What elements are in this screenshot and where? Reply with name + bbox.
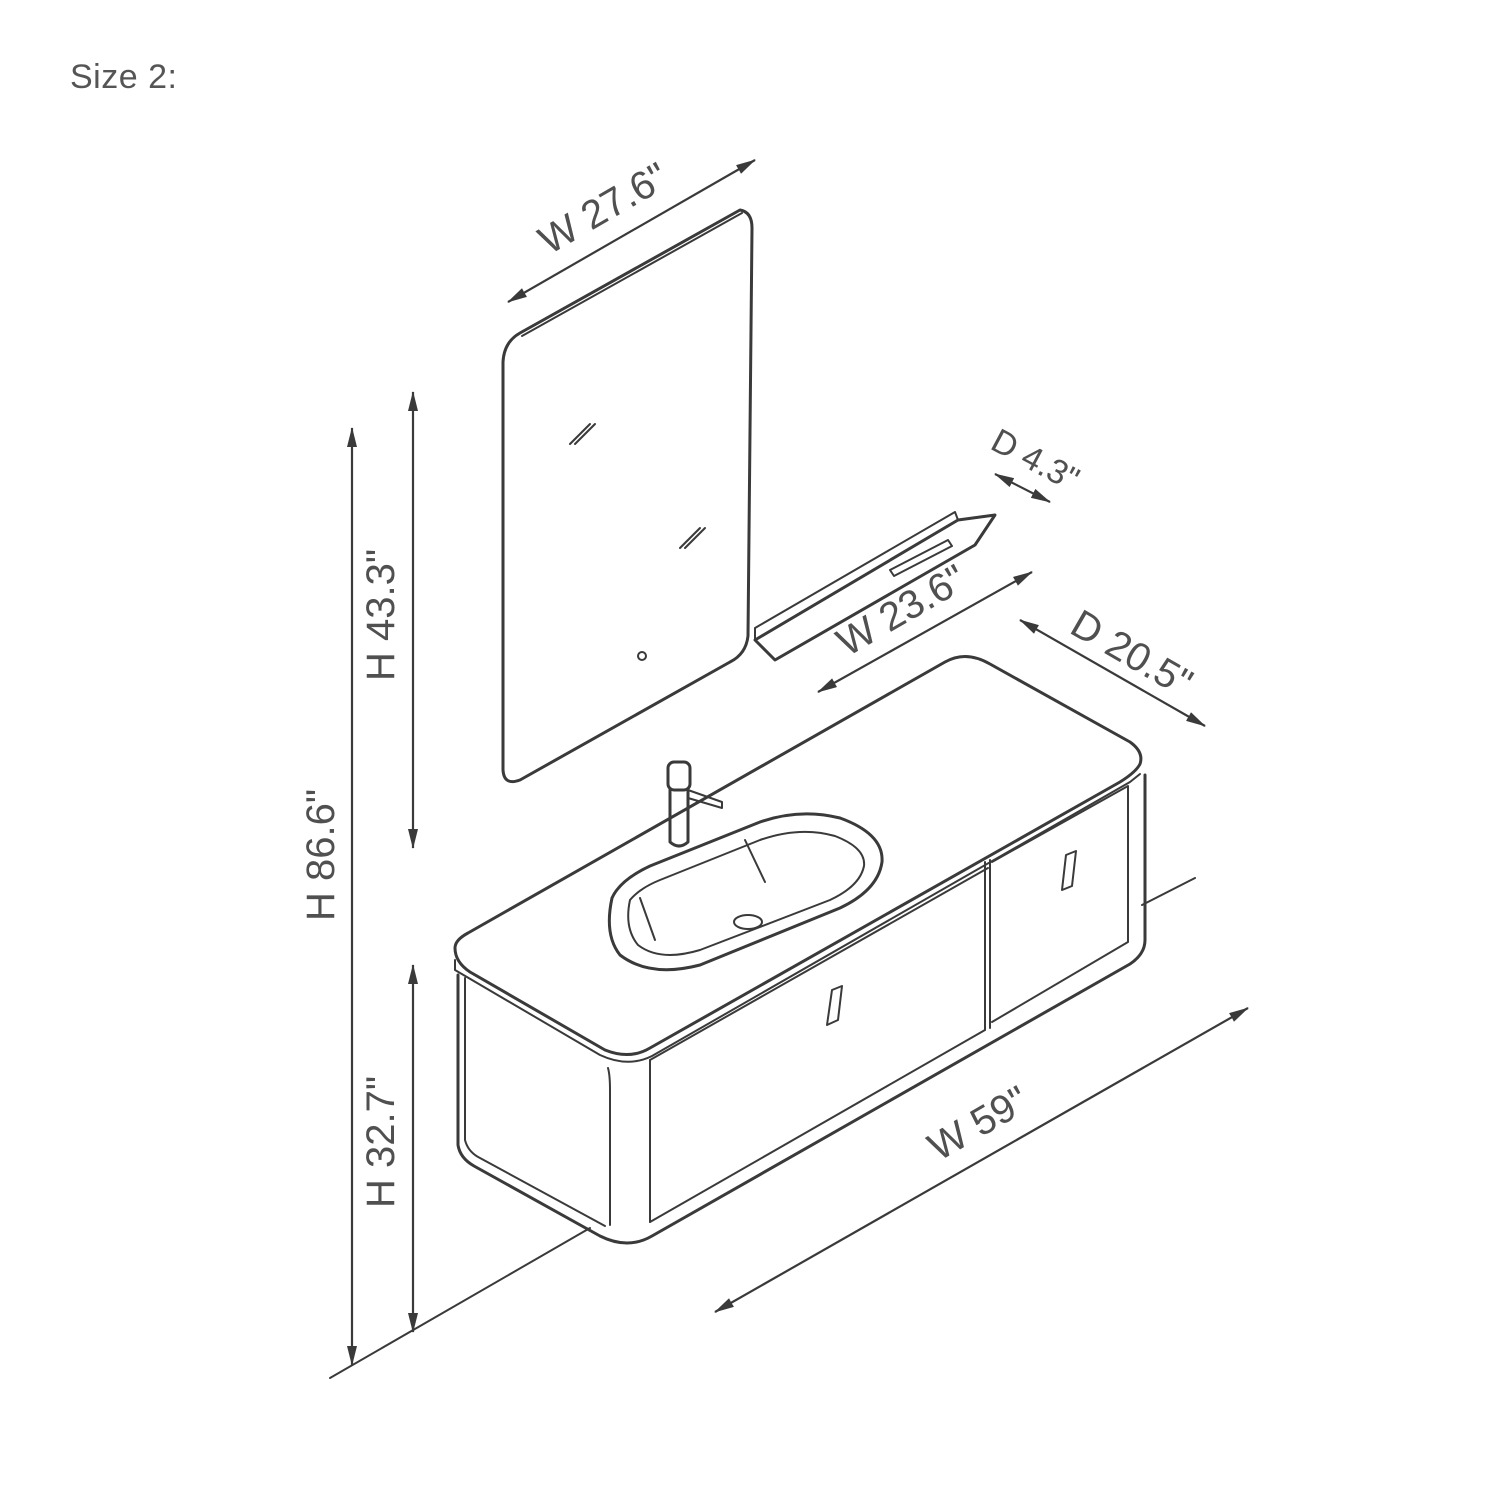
dim-vanity-width: W 59" bbox=[921, 1078, 1036, 1170]
vanity bbox=[453, 655, 1147, 1245]
drain-icon bbox=[733, 914, 763, 930]
faucet bbox=[666, 760, 723, 848]
mirror-glare-icon bbox=[569, 423, 706, 549]
dim-total-height: H 86.6" bbox=[299, 789, 343, 921]
floor-line bbox=[329, 877, 1196, 1379]
dimension-lines bbox=[347, 159, 1249, 1366]
dim-mirror-height: H 43.3" bbox=[359, 549, 403, 681]
dim-vanity-depth: D 20.5" bbox=[1063, 602, 1199, 706]
sink-basin bbox=[607, 812, 884, 972]
mirror bbox=[501, 208, 754, 784]
left-drawer-handle-icon bbox=[826, 985, 843, 1026]
dim-vanity-height: H 32.7" bbox=[359, 1076, 403, 1208]
right-door-handle-icon bbox=[1061, 850, 1077, 891]
page-title: Size 2: bbox=[70, 58, 178, 96]
mirror-touch-sensor-icon bbox=[637, 651, 647, 661]
dim-shelf-depth: D 4.3" bbox=[985, 422, 1085, 499]
